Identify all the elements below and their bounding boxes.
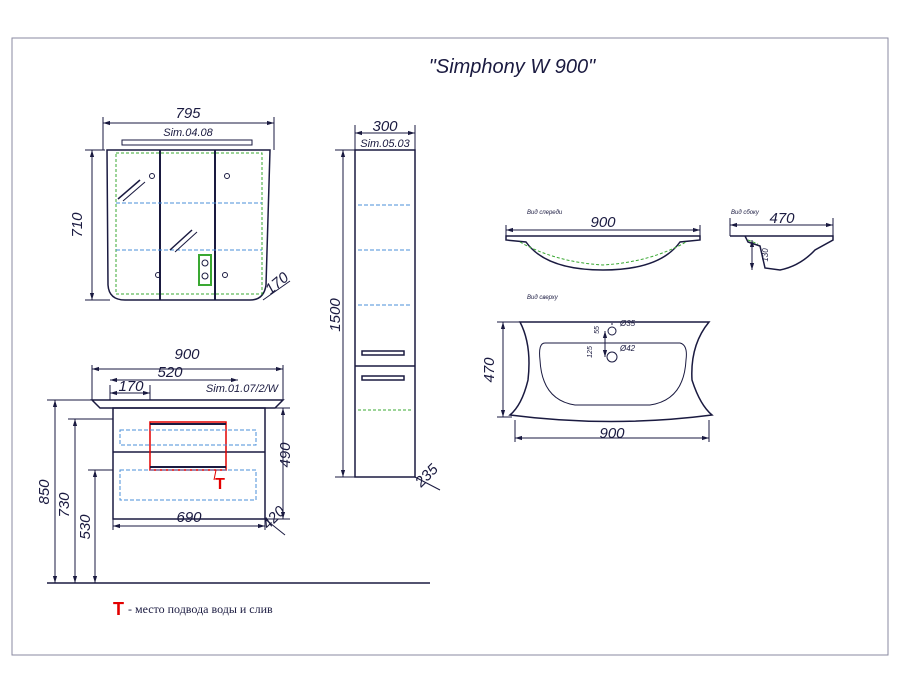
legend: T - место подвода воды и слив: [113, 599, 273, 620]
hole-1-diameter: Ø35: [619, 319, 636, 328]
hole-2-distance: 125: [587, 346, 594, 358]
mirror-height-dim: 710: [69, 212, 86, 238]
mirror-code: Sim.04.08: [163, 127, 213, 139]
hole-1-distance: 55: [594, 326, 601, 334]
column-height-dim: 1500: [327, 298, 344, 332]
sink-top-label: Вид сверху: [527, 295, 559, 301]
sink-side-view: [729, 218, 834, 271]
vanity-low-height-dim: 530: [77, 514, 94, 540]
sink-front-width-dim: 900: [590, 214, 616, 231]
page-title: "Simphony W 900": [429, 56, 596, 78]
vanity-offset-dim: 170: [118, 378, 144, 395]
vanity-body-height-dim: 490: [277, 442, 294, 468]
mirror-cabinet: [85, 117, 291, 301]
sheet-frame: [11, 37, 889, 656]
vanity-code: Sim.01.07/2/W: [206, 383, 280, 395]
vanity-top-height-dim: 850: [36, 479, 53, 505]
tall-column: [335, 125, 441, 491]
vanity-mid-height-dim: 730: [56, 492, 73, 518]
sink-top-depth-dim: 470: [481, 357, 498, 383]
vanity-depth-dim: 420: [259, 502, 289, 532]
hole-2-diameter: Ø42: [619, 344, 636, 353]
sink-top-width-dim: 900: [599, 425, 625, 442]
vanity-inner-width-dim: 520: [157, 364, 183, 381]
column-depth-dim: 235: [411, 460, 442, 491]
legend-text: - место подвода воды и слив: [128, 602, 273, 616]
column-width-dim: 300: [372, 118, 398, 135]
sink-side-height-dim: 130: [761, 248, 770, 262]
vanity-base-width-dim: 690: [176, 509, 202, 526]
sink-side-label: Вид сбоку: [731, 210, 760, 216]
legend-marker: T: [113, 599, 124, 619]
sink-top-view: [497, 321, 714, 442]
mirror-width-dim: 795: [175, 105, 201, 122]
vanity-unit: [47, 365, 430, 584]
sink-side-depth-dim: 470: [769, 210, 795, 227]
sink-front-view: [505, 225, 701, 271]
vanity-width-dim: 900: [174, 346, 200, 363]
water-outlet-marker: T: [215, 476, 225, 493]
column-code: Sim.05.03: [360, 138, 410, 150]
sink-front-label: Вид спереди: [527, 210, 563, 216]
